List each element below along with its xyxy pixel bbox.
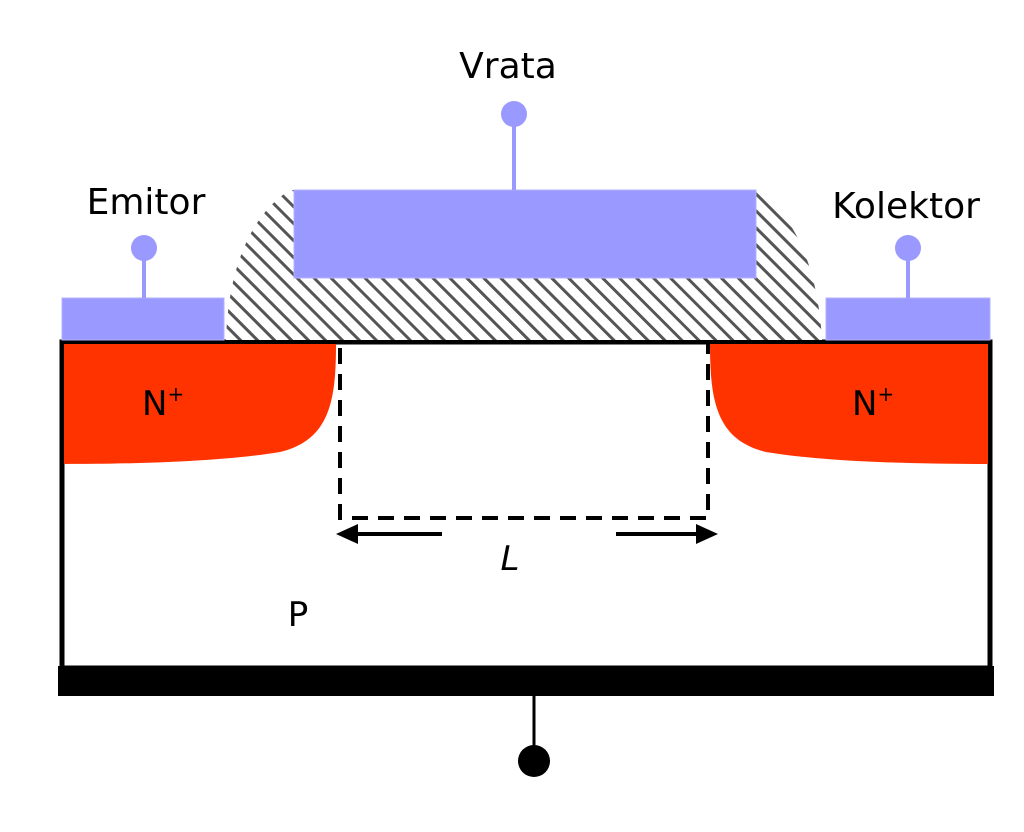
- drain-label: Kolektor: [832, 186, 980, 227]
- drain-region-label-sup: +: [877, 382, 894, 406]
- arrow-left-icon: [336, 524, 358, 544]
- source-electrode: [61, 297, 225, 341]
- gate-label: Vrata: [459, 46, 557, 87]
- body-terminal-dot-icon: [518, 745, 550, 777]
- source-terminal-dot-icon: [131, 235, 157, 261]
- channel-region-outline: [338, 340, 710, 520]
- source-region-label: N+: [142, 382, 184, 424]
- drain-terminal-dot-icon: [895, 235, 921, 261]
- body-contact-bar: [58, 666, 994, 696]
- arrow-right-icon: [696, 524, 718, 544]
- drain-electrode: [825, 297, 991, 341]
- substrate-label: P: [288, 595, 309, 635]
- gate-electrode: [293, 189, 757, 279]
- drain-region-label: N+: [852, 382, 894, 424]
- source-label: Emitor: [87, 182, 206, 223]
- source-n-plus-region: [64, 344, 336, 464]
- drain-n-plus-region: [710, 344, 988, 464]
- drain-region-label-base: N: [852, 384, 877, 424]
- source-region-label-base: N: [142, 384, 167, 424]
- gate-terminal-dot-icon: [501, 101, 527, 127]
- source-region-label-sup: +: [167, 382, 184, 406]
- channel-length-label: L: [501, 539, 520, 579]
